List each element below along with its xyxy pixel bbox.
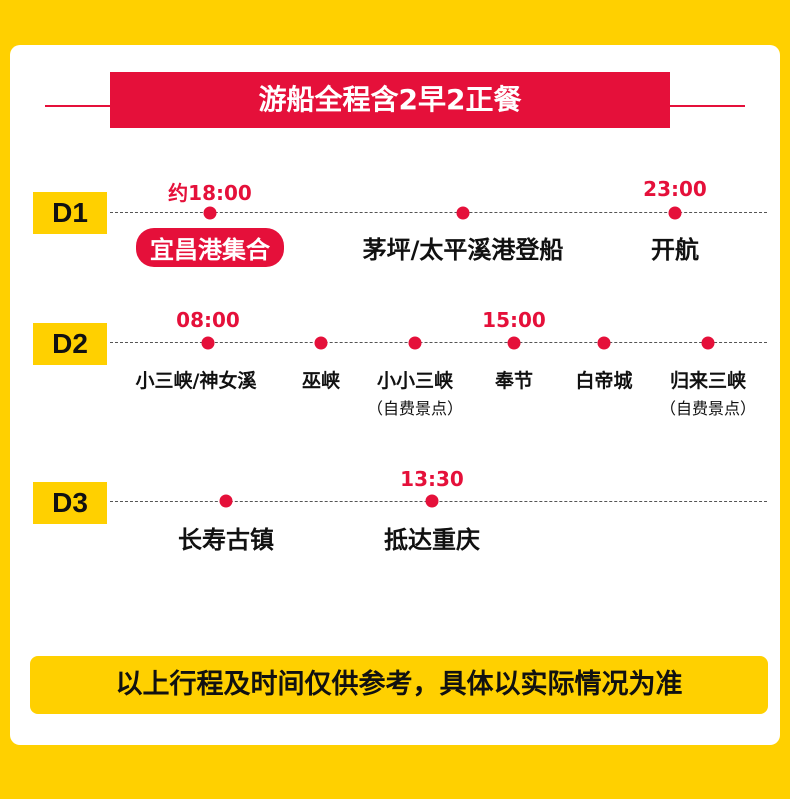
timeline-dot (668, 206, 682, 220)
timeline-dot (203, 206, 217, 220)
timeline-dot (597, 336, 611, 350)
itinerary-card (10, 45, 780, 745)
stop-time: 15:00 (482, 308, 546, 332)
stop-name: 开航 (651, 236, 699, 264)
stop-name-highlight: 宜昌港集合 (136, 228, 284, 267)
timeline-dot (456, 206, 470, 220)
timeline-dot (425, 494, 439, 508)
timeline-d2 (110, 342, 767, 343)
timeline-dot (219, 494, 233, 508)
timeline-dot (201, 336, 215, 350)
stop-name: 抵达重庆 (384, 526, 480, 554)
stop-note: （自费景点） (659, 399, 757, 418)
page-title: 游船全程含2早2正餐 (110, 72, 670, 128)
timeline-dot (314, 336, 328, 350)
disclaimer-banner: 以上行程及时间仅供参考，具体以实际情况为准 (30, 656, 768, 714)
day-label-d1: D1 (33, 192, 107, 234)
stop-name: 巫峡 (301, 370, 341, 392)
timeline-dot (701, 336, 715, 350)
stop-time: 13:30 (400, 467, 464, 491)
timeline-d3 (110, 501, 767, 502)
timeline-dot (408, 336, 422, 350)
stop-name-text: 小小三峡 (376, 370, 454, 392)
day-label-d3: D3 (33, 482, 107, 524)
stop-name: 长寿古镇 (178, 526, 274, 554)
stop-time: 约18:00 (168, 181, 252, 205)
stop-name-text: 归来三峡 (669, 370, 747, 392)
day-label-d2: D2 (33, 323, 107, 365)
stop-time: 08:00 (176, 308, 240, 332)
stop-name: 小小三峡 （自费景点） (367, 366, 463, 419)
title-divider-right (670, 105, 745, 107)
stop-name: 归来三峡 （自费景点） (660, 366, 756, 419)
title-divider-left (45, 105, 110, 107)
stop-name: 茅坪/太平溪港登船 (362, 236, 564, 264)
stop-note: （自费景点） (366, 399, 464, 418)
timeline-d1 (110, 212, 767, 213)
timeline-dot (507, 336, 521, 350)
stop-name: 奉节 (494, 370, 534, 392)
stop-name: 小三峡/神女溪 (135, 370, 257, 392)
stop-name: 白帝城 (575, 370, 633, 392)
stop-time: 23:00 (643, 177, 707, 201)
